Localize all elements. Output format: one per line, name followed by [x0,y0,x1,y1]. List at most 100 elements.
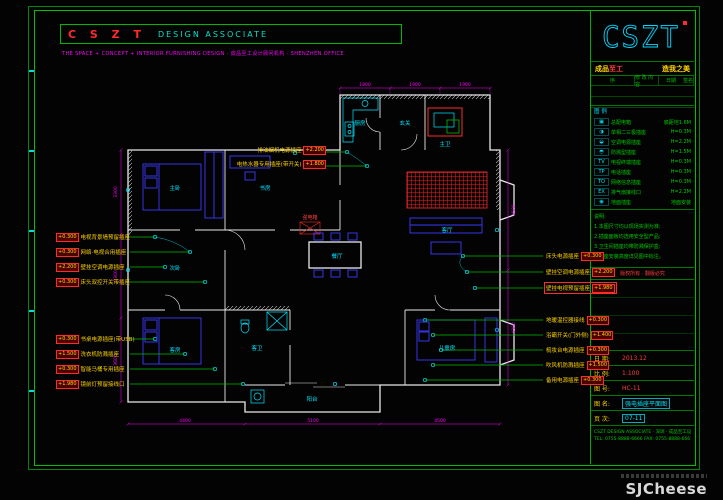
brand-subtitle: DESIGN ASSOCIATE [157,29,269,39]
svg-text:玄关: 玄关 [399,119,411,127]
svg-text:儿童房: 儿童房 [439,344,456,352]
annotation-text: 地暖温控器接线 [546,318,585,324]
annotation-text: 洗衣机防溅插座 [80,352,120,358]
legend-symbol: TO [594,178,609,186]
legend-name: 防溅型插座 [611,149,637,156]
annotation-label: 排油烟机电源插座 +2.200 [257,145,326,155]
revision-header-cell: 签名 [682,76,694,85]
watermark: SJCheese [621,474,707,498]
outer-walls [127,94,515,413]
legend-symbol: ▣ [594,118,609,126]
header-note: THE SPACE + CONCEPT + INTERIOR FURNISHIN… [62,51,344,57]
note-line: 2.插座面板均选用安全型产品; [594,234,661,240]
svg-text:1900: 1900 [459,82,471,88]
note-line: 1.本图尺寸均以现场实测为准; [594,224,661,230]
annotation-text: 排油烟机电源插座 [257,148,302,154]
legend-title: 图 例 [594,109,607,115]
revision-header: 序修 改 内 容日期签名 [591,75,694,88]
annotation-text: 镜前灯预留接线口 [80,382,125,388]
svg-text:1800: 1800 [359,82,371,88]
legend-section: 图 例 ▣ 总配电箱 底距地1.6M ◑ 单相二三极插座 H=0.3M [591,106,694,210]
annotation-label: 吹风机防溅插座 +1.500 [546,360,613,370]
wall-hatch [128,95,500,310]
red-elements: 强电箱 [299,107,488,235]
svg-text:1900: 1900 [409,82,421,88]
svg-text:主卫: 主卫 [439,140,451,148]
annotation-text: 浴霸开关(门外侧) [546,333,589,339]
slogan-mid: 至工 [609,64,623,73]
annotation-label: +0.300 床头双控开关带插座 [56,277,130,287]
drawing-fields: 日 期: 2013.12 比 例: 1:100 图 号: HC-11 图 名: … [591,351,694,426]
legend-symbol: ◒ [594,138,609,146]
annotation-label: +0.300 智能马桶专用插座 [56,364,135,374]
legend-name: 单相二三极插座 [611,129,647,136]
annotation-label: +0.300 网络·电视合用插座 [56,247,130,257]
svg-text:餐厅: 餐厅 [331,252,343,260]
annotation-label: +1.500 洗衣机防溅插座 [56,349,135,359]
revision-header-cell: 序 [591,76,635,85]
field-value: 07-11 [622,413,646,423]
svg-text:阳台: 阳台 [306,395,318,403]
slogan-right: 造我之美 [662,64,690,73]
panel-label: 强电箱 [302,214,317,221]
elevation-value: +0.300 [586,315,610,325]
margin-tick [29,310,34,312]
revision-row [591,97,694,108]
legend-height: H=2.2M [670,139,691,145]
svg-text:次卧: 次卧 [169,264,181,272]
elevation-value: +1.980 [56,379,79,389]
field-page: 页 次: 07-11 [591,411,694,426]
floor-plan-svg: 强电箱 [113,82,543,426]
field-value: 强电插座平面图 [622,397,671,409]
watermark-brand: SJCheese [625,480,707,498]
title-block: CSZT 成品至工 造我之美 序修 改 内 容日期签名 图 例 ▣ 总配电箱 [590,10,694,464]
logo-accent [682,20,687,25]
legend-name: 总配电箱 [611,119,632,126]
legend-height: H=1.5M [670,149,691,155]
left-upper-annotations: +0.300 电视背景墙预留插座 +0.300 网络·电视合用插座 +2.200… [56,232,130,287]
legend-name: 电话插座 [611,169,632,176]
firm-header: C S Z T DESIGN ASSOCIATE [60,24,402,44]
legend-symbol: ◑ [594,128,609,136]
address-section: CSZT DESIGN ASSOCIATE · 深圳 · 成品至工设计顾问机构T… [591,426,694,464]
annotation-label: 地暖温控器接线 +0.300 [546,315,613,325]
right-lower-annotations: 地暖温控器接线 +0.300 浴霸开关(门外侧) +1.400 梳妆台电源插座 … [546,315,614,385]
svg-text:3300: 3300 [113,186,119,198]
dimension-texts: 1800 1900 1900 3300 3300 3600 4400 5100 … [113,82,517,424]
annotation-label: 壁挂电视预留插座 +1.980 [544,282,617,294]
address-line: CSZT DESIGN ASSOCIATE · 深圳 · 成品至工设计顾问机构 [594,430,691,435]
legend-height: H=2.2M [670,189,691,195]
field-label: 页 次: [594,415,610,423]
annotation-label: +0.300 电视背景墙预留插座 [56,232,130,242]
elevation-value: +0.300 [581,251,604,261]
revision-header-cell: 修 改 内 容 [635,75,659,88]
svg-text:主卧: 主卧 [169,184,181,192]
elevation-value: +0.300 [586,345,610,355]
svg-text:4500: 4500 [511,204,517,216]
annotation-text: 壁挂电视预留插座 [546,286,591,292]
legend-height: H=0.3M [670,179,691,185]
room-names: 厨房 玄关 主卫 书房 主卧 次卧 客房 客厅 餐厅 客卫 儿童房 阳台 [169,119,455,403]
svg-text:CSZT: CSZT [602,20,680,54]
legend-name: 网络信息插座 [611,179,642,186]
revision-row [591,86,694,97]
elevation-value: +0.300 [56,247,79,257]
legend-symbol: ◉ [594,198,609,206]
leader-lines [130,119,543,385]
right-upper-annotations: 床头电源插座 +0.300 壁挂空调电源插座 +2.200 壁挂电视预留插座 +… [544,251,617,294]
legend-symbol: TP [594,168,609,176]
field-label: 比 例: [594,370,610,378]
legend-height: 底距地1.6M [663,119,691,126]
legend-symbol: EX [594,188,609,196]
field-number: 图 号: HC-11 [591,381,694,396]
svg-text:书房: 书房 [259,184,271,192]
annotation-label: +0.300 书桌电源插座(带USB) [56,334,135,344]
svg-text:客卫: 客卫 [251,344,263,352]
interior-walls [128,95,500,402]
elevation-value: +1.800 [303,159,326,169]
field-value: 1:100 [622,369,640,377]
brand-text: C S Z T [68,27,146,41]
field-label: 图 名: [594,400,610,408]
elevation-value: +1.980 [592,283,615,293]
